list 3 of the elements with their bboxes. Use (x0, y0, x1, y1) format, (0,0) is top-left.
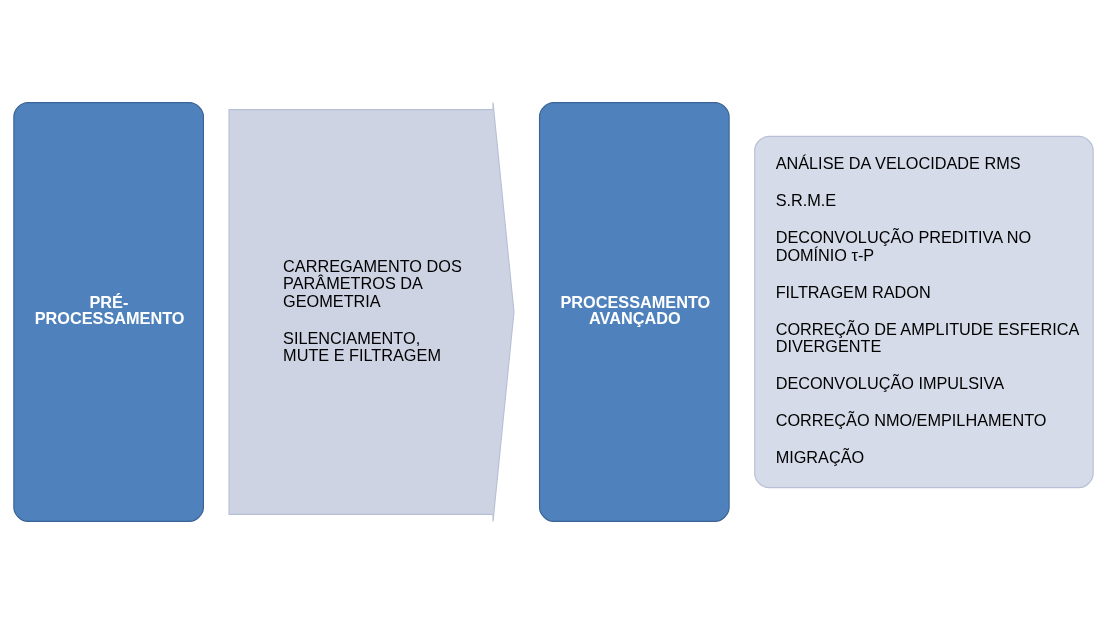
node-box: ANÁLISE DA VELOCIDADE RMS S.R.M.E DECONVOLUÇÃO PREDITIVA NO DOMÍNIO τ-P FILTRAGEM RADON CORREÇÃO DE AMPLITUDE ESFERICA DIVERGENTE DECONVOLUÇÃO IMPULSIVA CORREÇÃO NMO/EMPILHAMENTO MIGRAÇÃO (754, 135, 1094, 488)
node-box: PROCESSAMENTO AVANÇADO (538, 101, 730, 522)
node-box: PRÉ-PROCESSAMENTO (13, 101, 204, 522)
